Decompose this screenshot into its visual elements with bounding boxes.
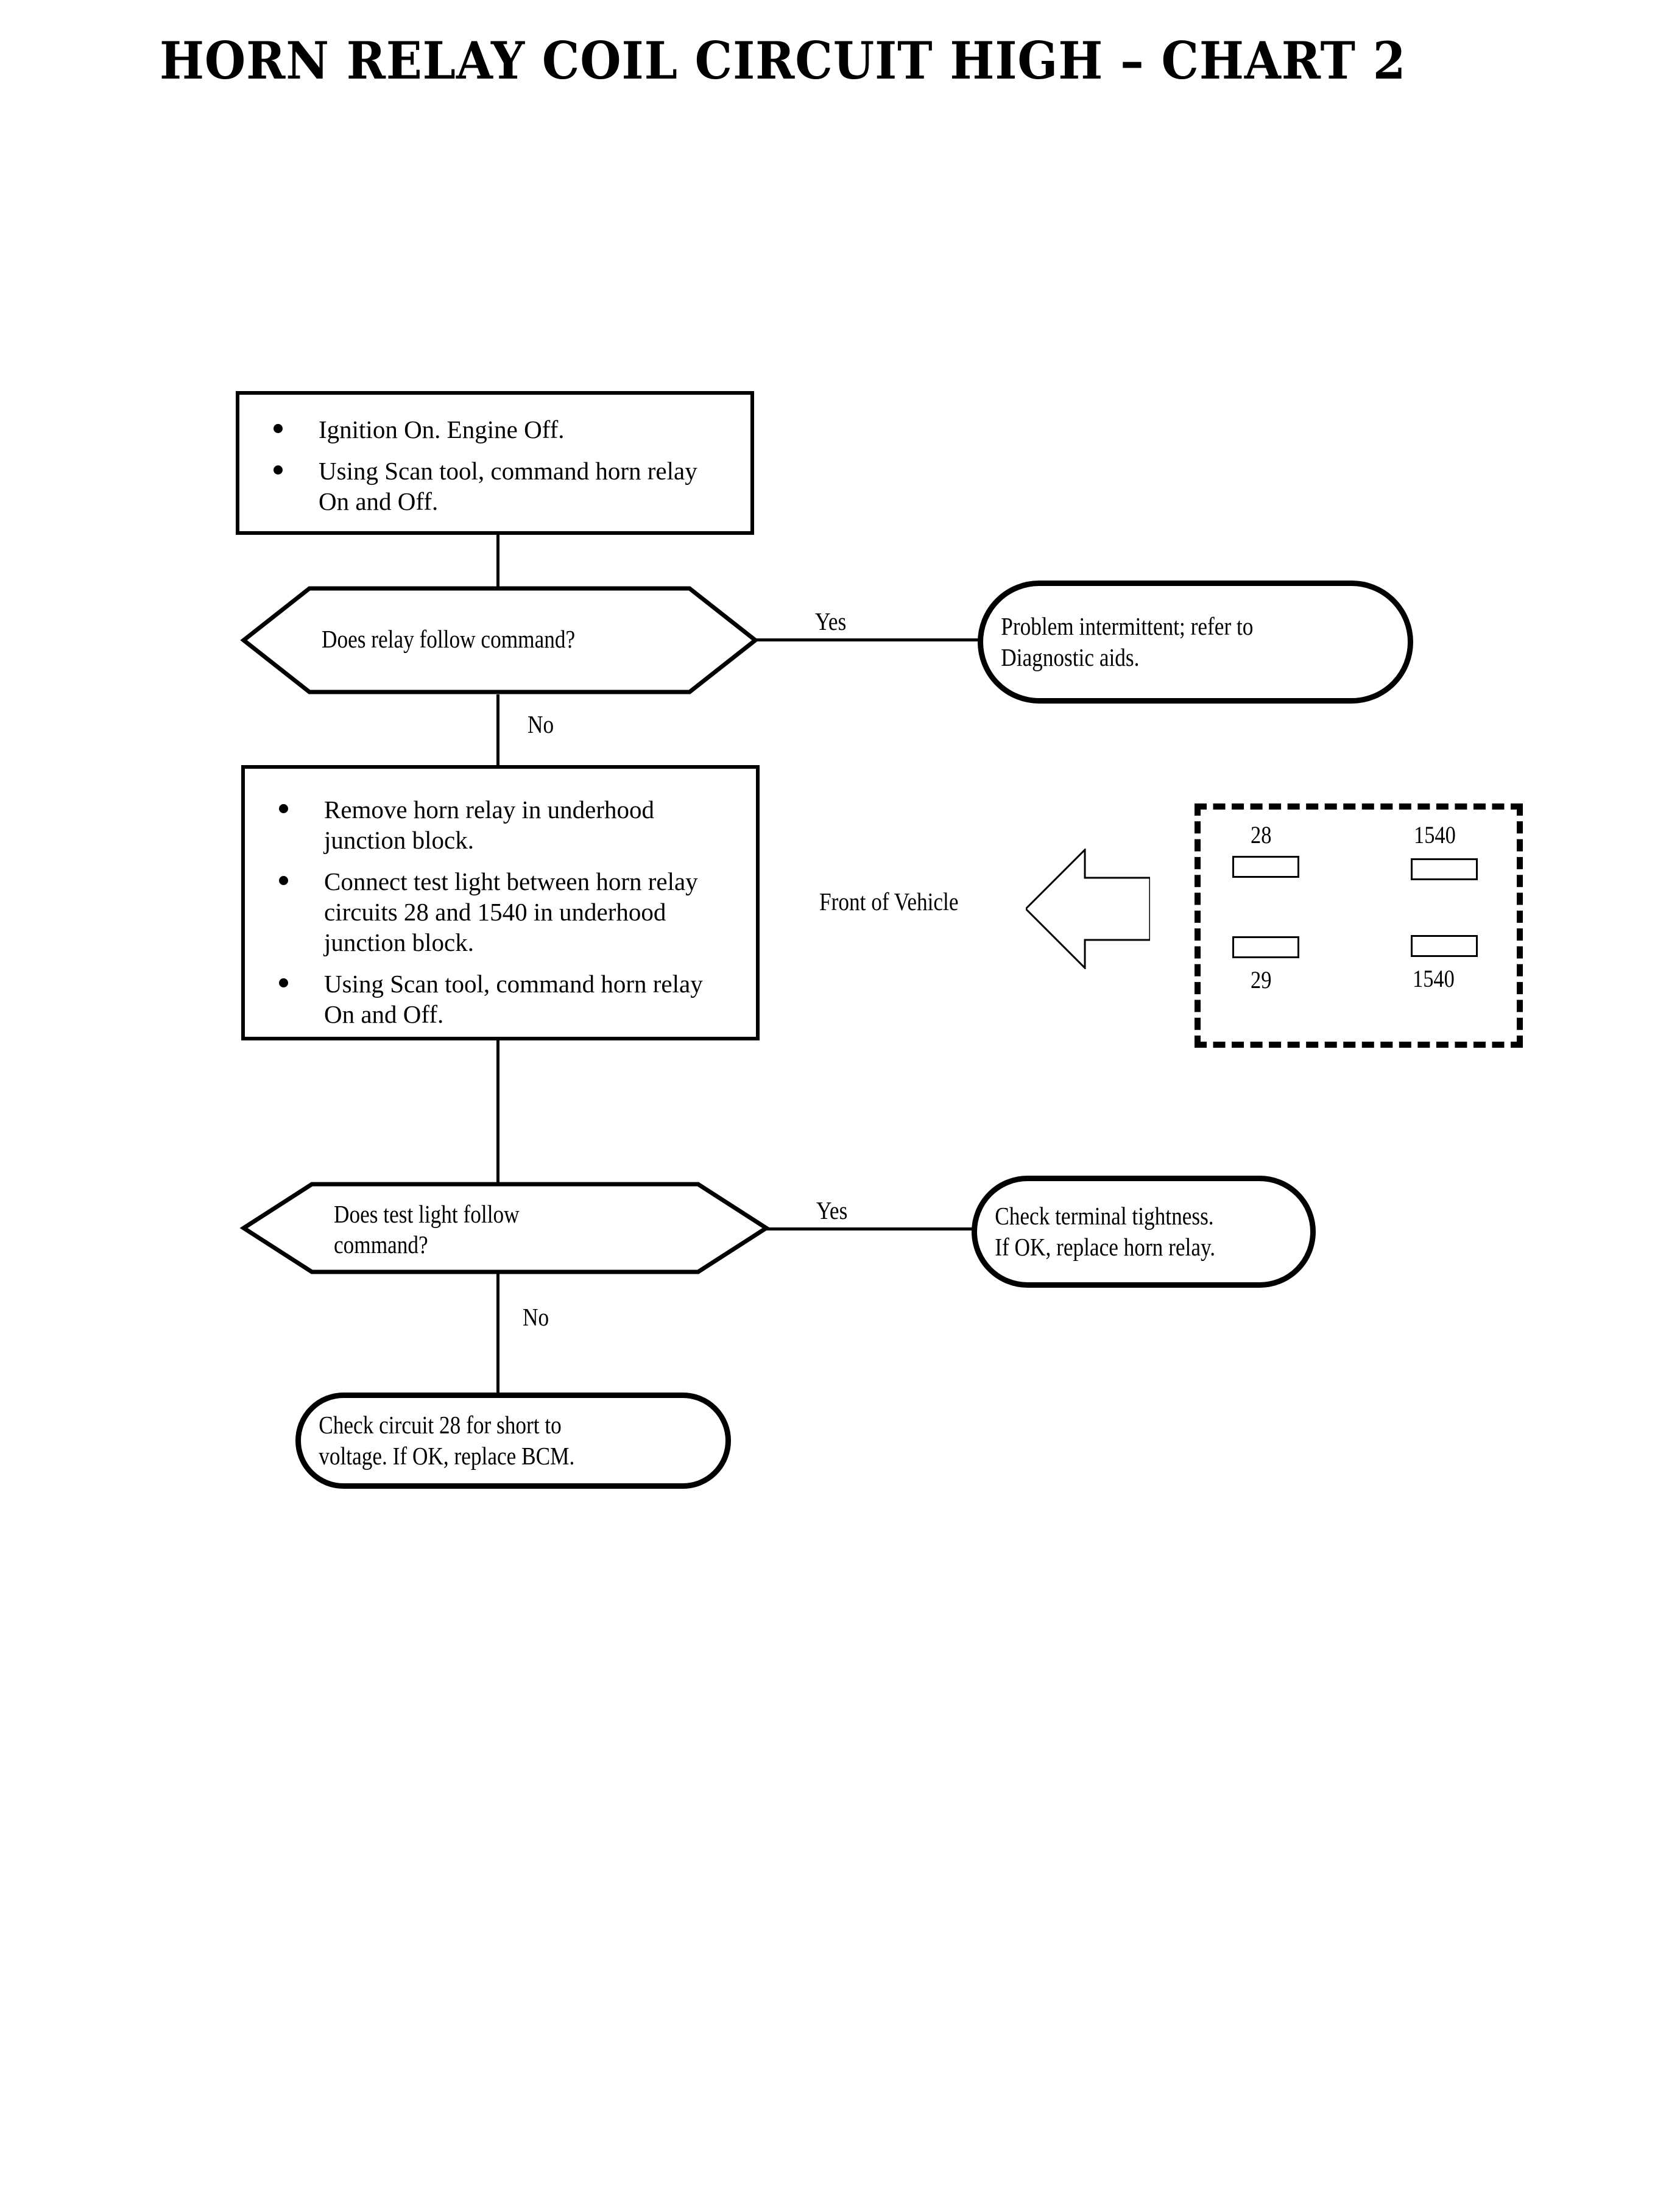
hexagon-shape-icon [240, 586, 759, 694]
bullet-dot-icon [274, 465, 283, 475]
edge-label-decision1-no: No [528, 710, 554, 738]
connector-decision2-yes [766, 1227, 973, 1230]
terminal1-label: Problem intermittent; refer to Diagnosti… [1001, 612, 1254, 671]
decision-hexagon-1: Does relay follow command? [240, 586, 759, 694]
edge-label-decision1-yes: Yes [815, 607, 847, 635]
terminal-slot-bottom-right [1411, 935, 1478, 957]
terminal-slot-top-right [1411, 858, 1478, 880]
decision-hexagon-2: Does test light follow command? [239, 1182, 771, 1274]
decision1-label: Does relay follow command? [322, 625, 576, 653]
bullet-dot-icon [279, 978, 288, 988]
left-arrow-icon [1026, 849, 1150, 969]
relay-connector-diagram: 28 1540 29 1540 [1195, 803, 1523, 1048]
hexagon-shape-icon [239, 1182, 771, 1274]
terminal3-label: Check circuit 28 for short to voltage. I… [319, 1411, 575, 1470]
list-item: Using Scan tool, command horn relay On a… [274, 969, 750, 1029]
process-box-step1: Ignition On. Engine Off. Using Scan tool… [236, 391, 754, 535]
list-item: Using Scan tool, command horn relay On a… [269, 456, 744, 517]
bullet-dot-icon [279, 804, 288, 813]
connector-decision1-no [496, 694, 499, 768]
terminal-label-29-bottom-left: 29 [1251, 966, 1272, 994]
list-item: Connect test light between horn relay ci… [274, 866, 750, 958]
terminal-node-check-circuit-28: Check circuit 28 for short to voltage. I… [295, 1393, 731, 1489]
edge-label-decision2-no: No [523, 1303, 549, 1331]
list-item: Remove horn relay in underhood junction … [274, 794, 750, 855]
page-title: HORN RELAY COIL CIRCUIT HIGH – CHART 2 [160, 30, 1406, 91]
terminal2-label: Check terminal tightness. If OK, replace… [995, 1202, 1216, 1261]
connector-step2-to-decision2 [496, 1040, 499, 1184]
terminal-label-1540-top-right: 1540 [1414, 821, 1456, 849]
process-box-step2: Remove horn relay in underhood junction … [241, 765, 760, 1040]
step2-bullet-1: Remove horn relay in underhood junction … [324, 796, 654, 855]
front-of-vehicle-label: Front of Vehicle [819, 888, 959, 916]
bullet-dot-icon [279, 876, 288, 886]
connector-step1-to-decision1 [496, 535, 499, 587]
terminal-label-28-top-left: 28 [1251, 821, 1272, 849]
decision2-label: Does test light follow command? [334, 1200, 520, 1259]
terminal-node-check-terminal-tightness: Check terminal tightness. If OK, replace… [972, 1176, 1316, 1288]
edge-label-decision2-yes: Yes [816, 1196, 848, 1224]
step1-bullet-2: Using Scan tool, command horn relay On a… [319, 457, 697, 516]
terminal-label-1540-bottom-right: 1540 [1413, 965, 1455, 992]
step2-bullet-3: Using Scan tool, command horn relay On a… [324, 970, 703, 1029]
terminal-slot-top-left [1232, 856, 1299, 878]
connector-decision1-yes [754, 638, 979, 641]
connector-decision2-no [496, 1273, 499, 1393]
step1-bullet-1: Ignition On. Engine Off. [319, 415, 565, 443]
bullet-list-step2: Remove horn relay in underhood junction … [274, 794, 750, 1040]
step2-bullet-2: Connect test light between horn relay ci… [324, 867, 698, 957]
bullet-dot-icon [274, 424, 283, 433]
bullet-list-step1: Ignition On. Engine Off. Using Scan tool… [269, 414, 744, 528]
terminal-slot-bottom-left [1232, 936, 1299, 958]
list-item: Ignition On. Engine Off. [269, 414, 744, 445]
terminal-node-problem-intermittent: Problem intermittent; refer to Diagnosti… [978, 581, 1413, 704]
